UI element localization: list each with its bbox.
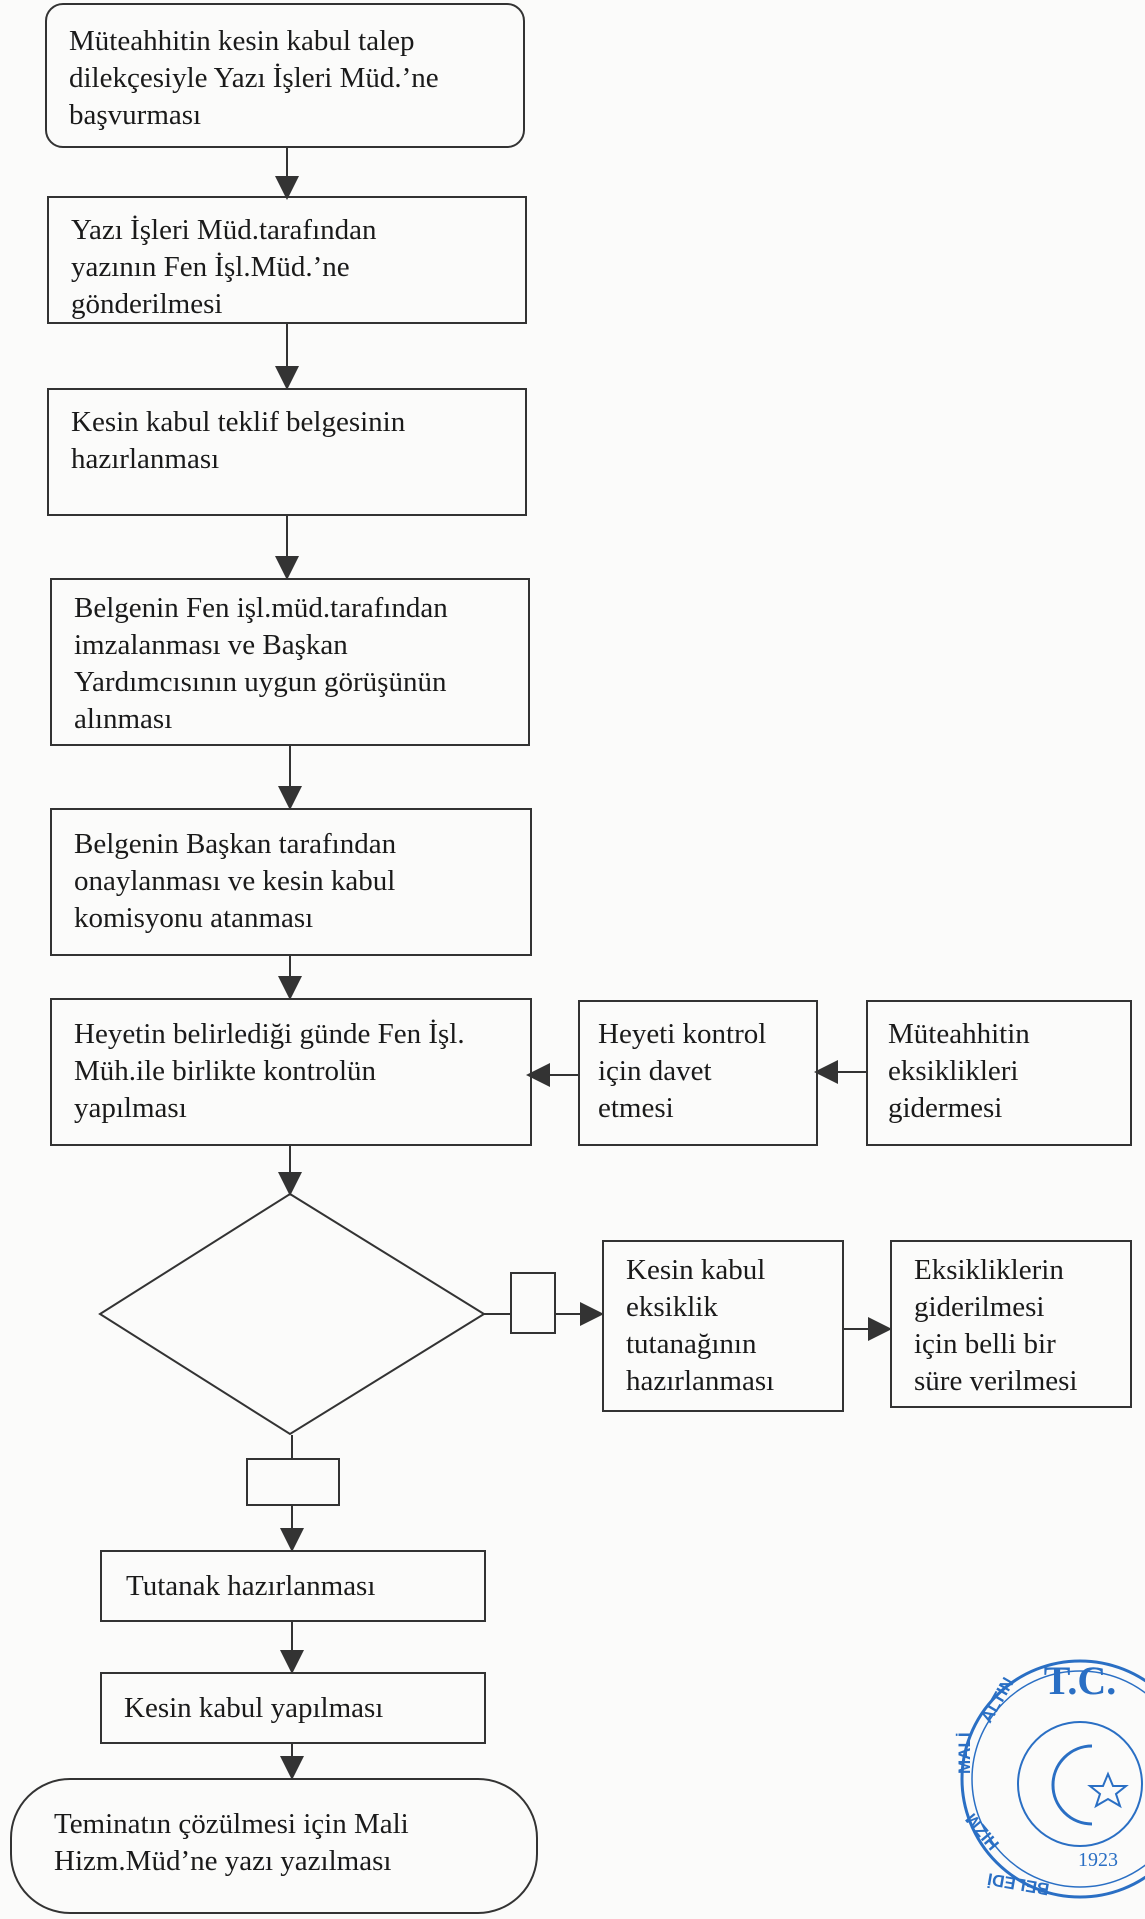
step-forward: Yazı İşleri Müd.tarafından yazının Fen İ… [47, 196, 527, 324]
step-prepare-document: Kesin kabul teklif belgesinin hazırlanma… [47, 388, 527, 516]
step-deficiency-report: Kesin kabul eksiklik tutanağının hazırla… [602, 1240, 844, 1412]
step-release-guarantee: Teminatın çözülmesi için Mali Hizm.Müd’n… [10, 1778, 538, 1914]
step-approve-commission: Belgenin Başkan tarafından onaylanması v… [50, 808, 532, 956]
decision-diamond [98, 1192, 486, 1436]
step-invite-committee: Heyeti kontrol için davet etmesi [578, 1000, 818, 1146]
step-apply: Müteahhitin kesin kabul talep dilekçesiy… [45, 3, 525, 148]
step-inspection: Heyetin belirlediği günde Fen İşl. Müh.i… [50, 998, 532, 1146]
step-final-acceptance: Kesin kabul yapılması [100, 1672, 486, 1744]
official-seal-stamp: T.C. 1923 ALTIN MALİ HİZM BELEDİ [955, 1658, 1145, 1899]
svg-text:MALİ: MALİ [955, 1732, 974, 1774]
seal-center-text: T.C. [1044, 1658, 1117, 1703]
step-write-report: Tutanak hazırlanması [100, 1550, 486, 1622]
svg-text:ALTIN: ALTIN [977, 1674, 1018, 1726]
svg-text:BELEDİ: BELEDİ [986, 1869, 1051, 1899]
no-label [246, 1458, 340, 1506]
yes-label [510, 1272, 556, 1334]
step-grant-time: Eksikliklerin giderilmesi için belli bir… [890, 1240, 1132, 1408]
step-fix-deficiencies: Müteahhitin eksiklikleri gidermesi [866, 1000, 1132, 1146]
seal-year: 1923 [1078, 1849, 1118, 1871]
step-sign-document: Belgenin Fen işl.müd.tarafından imzalanm… [50, 578, 530, 746]
